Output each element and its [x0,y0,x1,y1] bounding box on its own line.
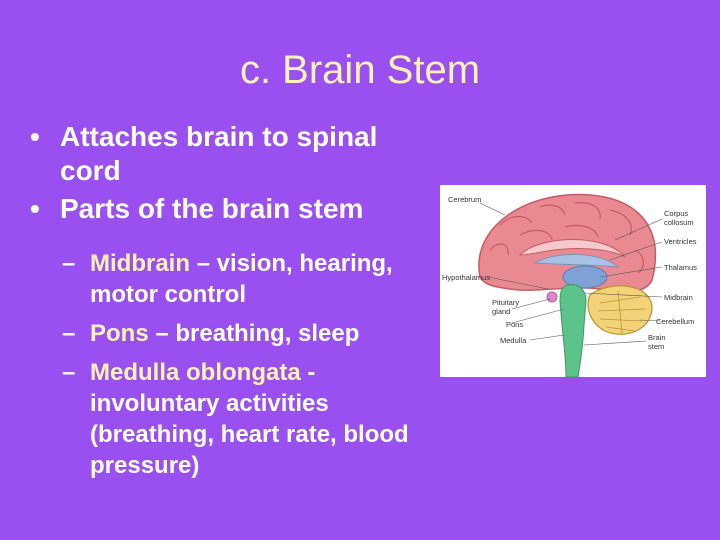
label-medulla: Medulla [500,336,527,345]
pituitary-shape [546,291,558,303]
sub-bullet-text: – breathing, sleep [148,320,360,347]
bullet-text: Parts of the brain stem [60,193,364,224]
brain-diagram: Cerebrum Corpus collosum Ventricles Thal… [440,185,706,377]
sub-bullet-item: – Pons – breathing, sleep [62,318,422,349]
brainstem-shape [559,284,587,377]
label-hypothalamus: Hypothalamus [442,273,490,282]
sub-bullet-term: Medulla oblongata [90,359,301,386]
sub-bullet-marker: – [62,359,76,386]
bullet-text: Attaches brain to spinal cord [60,121,378,186]
brain-diagram-svg: Cerebrum Corpus collosum Ventricles Thal… [442,193,697,377]
label-gland: gland [492,307,510,316]
sub-bullet-text: - involuntary activities (breathing, hea… [90,359,409,479]
label-leader-lines [479,202,663,346]
label-stem: stem [648,342,664,351]
main-bullet-list: • Attaches brain to spinal cord • Parts … [30,120,440,230]
sub-bullet-text: – vision, hearing, motor control [90,250,393,308]
label-midbrain: Midbrain [664,293,693,302]
cerebellum-folds [597,290,646,334]
label-thalamus: Thalamus [664,263,697,272]
bullet-item: • Attaches brain to spinal cord [30,120,440,188]
bullet-marker: • [30,193,40,224]
label-collosum: collosum [664,218,694,227]
sub-bullet-item: – Medulla oblongata - involuntary activi… [62,357,422,481]
sub-bullet-marker: – [62,250,76,277]
cerebrum-gyri [489,202,644,274]
ventricles-shape [533,254,620,268]
sub-bullet-item: – Midbrain – vision, hearing, motor cont… [62,248,422,310]
label-cerebrum: Cerebrum [448,195,481,204]
label-brain: Brain [648,333,666,342]
bullet-marker: • [30,121,40,152]
sub-bullet-term: Pons [90,320,149,347]
bullet-item: • Parts of the brain stem [30,192,440,226]
sub-bullet-term: Midbrain [90,250,190,277]
thalamus-shape [562,265,608,289]
label-ventricles: Ventricles [664,237,697,246]
label-cerebellum: Cerebellum [656,317,694,326]
label-pituitary: Pituitary [492,298,519,307]
corpus-callosum-shape [518,239,626,258]
label-corpus: Corpus [664,209,688,218]
slide-title: c. Brain Stem [239,48,481,92]
sub-bullet-marker: – [62,320,76,347]
label-pons: Pons [506,320,523,329]
sub-bullet-list: – Midbrain – vision, hearing, motor cont… [62,248,422,489]
